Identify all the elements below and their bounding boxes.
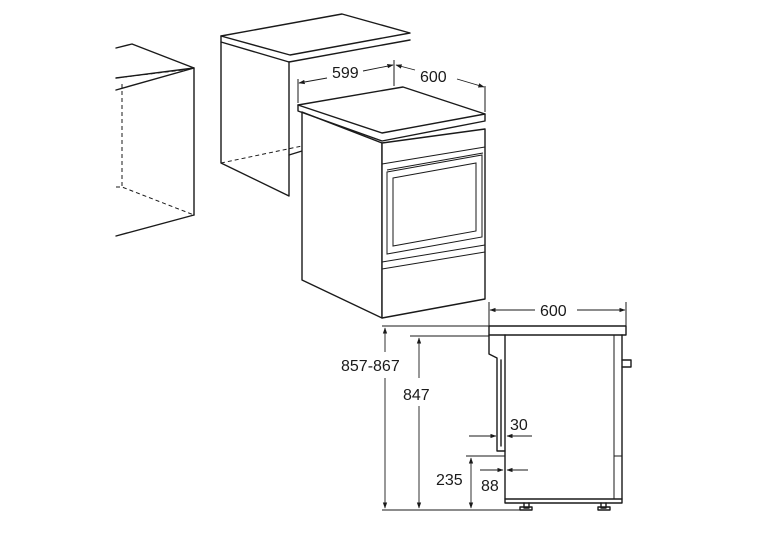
side-view bbox=[488, 325, 632, 511]
label-height-range: 857-867 bbox=[341, 358, 400, 375]
dimension-offset-30: 30 bbox=[469, 417, 532, 439]
label-offset-30: 30 bbox=[510, 417, 528, 434]
dimension-depth-top: 599 bbox=[297, 60, 395, 103]
right-cabinet bbox=[220, 13, 411, 197]
cooker-body bbox=[297, 86, 486, 319]
label-height-body: 847 bbox=[403, 387, 430, 404]
dimension-width-top: 600 bbox=[395, 64, 486, 112]
label-height-235: 235 bbox=[436, 472, 463, 489]
label-depth-top: 599 bbox=[332, 65, 359, 82]
label-width-side: 600 bbox=[540, 303, 567, 320]
dimension-offset-88: 88 bbox=[480, 467, 528, 495]
label-width-top: 600 bbox=[420, 69, 447, 86]
dimension-width-side: 600 bbox=[488, 302, 627, 326]
dimension-height-235: 235 bbox=[436, 455, 505, 509]
label-offset-88: 88 bbox=[481, 478, 499, 495]
dimension-height-range: 857-867 bbox=[341, 327, 400, 509]
dimension-height-body: 847 bbox=[403, 337, 430, 509]
left-cabinet bbox=[115, 43, 195, 237]
